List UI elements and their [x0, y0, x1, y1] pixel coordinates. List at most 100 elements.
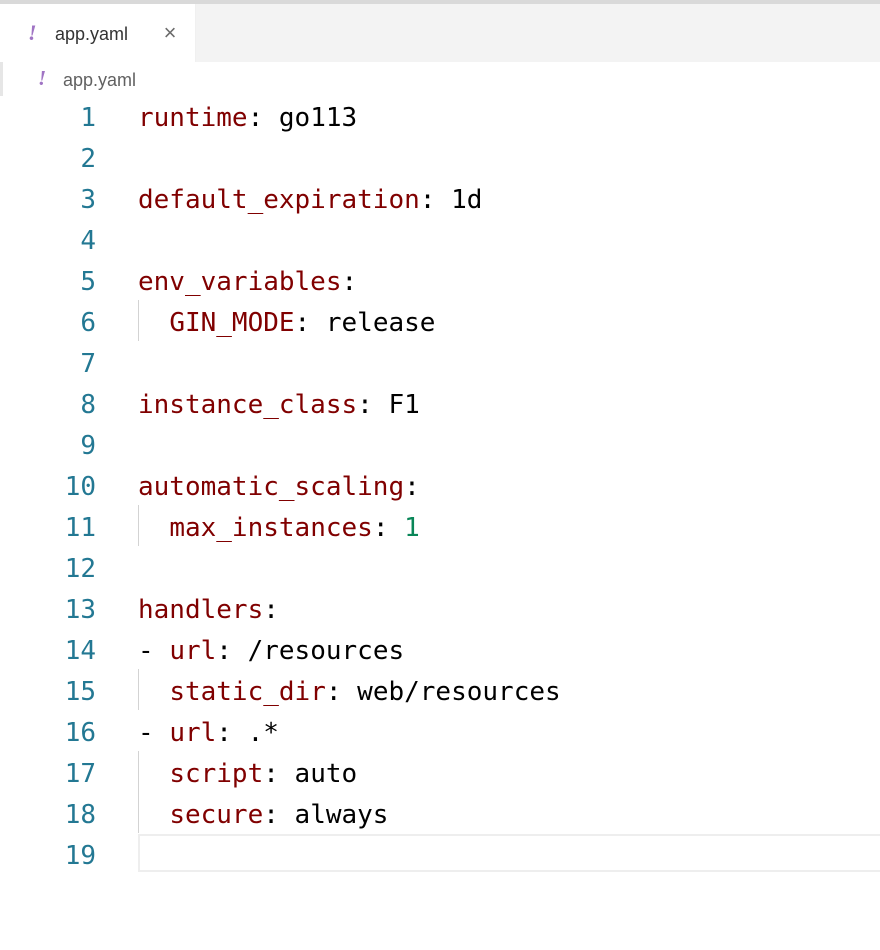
line-number: 6: [80, 308, 96, 338]
code-editor[interactable]: 1 runtime: go113 2 3 default_expiration: 1d 4…: [0, 100, 880, 950]
indent: [138, 759, 169, 789]
code-line: 19: [0, 836, 880, 877]
yaml-key: secure: [169, 800, 264, 830]
yaml-key: handlers: [138, 595, 264, 625]
code-line: 5 env_variables:: [0, 262, 880, 303]
code-line: 18 secure: always: [0, 795, 880, 836]
breadcrumb: ! app.yaml: [0, 62, 880, 100]
yaml-value: auto: [278, 759, 358, 789]
code-line: 17 script: auto: [0, 754, 880, 795]
yaml-colon: :: [341, 267, 358, 297]
code-line: 9: [0, 426, 880, 467]
indent: [138, 513, 169, 543]
code-text: static_dir: web/resources: [138, 672, 561, 713]
breadcrumb-item-app-yaml[interactable]: app.yaml: [63, 70, 137, 90]
yaml-file-icon: !: [28, 20, 37, 45]
line-number: 15: [64, 677, 96, 707]
tab-bar: ! app.yaml ×: [0, 4, 880, 62]
yaml-key: instance_class: [138, 390, 358, 420]
code-line: 3 default_expiration: 1d: [0, 180, 880, 221]
breadcrumb-edge: [0, 62, 3, 96]
yaml-value: .*: [231, 718, 279, 748]
yaml-colon: :: [294, 308, 311, 338]
tab-label: app.yaml: [55, 24, 129, 44]
close-icon[interactable]: ×: [163, 20, 177, 45]
code-text: GIN_MODE: release: [138, 303, 435, 344]
line-number: 14: [64, 636, 96, 666]
code-line: 14 - url: /resources: [0, 631, 880, 672]
yaml-value: /resources: [231, 636, 405, 666]
yaml-key: GIN_MODE: [169, 308, 295, 338]
line-number: 19: [64, 841, 96, 871]
line-number: 3: [80, 185, 96, 215]
yaml-value: 1: [388, 513, 420, 543]
line-number: 17: [64, 759, 96, 789]
yaml-value: always: [278, 800, 389, 830]
line-number: 5: [80, 267, 96, 297]
line-number: 2: [80, 144, 96, 174]
yaml-file-icon: !: [38, 66, 47, 90]
code-line: 15 static_dir: web/resources: [0, 672, 880, 713]
indent-guide: [138, 669, 139, 710]
code-text: env_variables:: [138, 262, 357, 303]
code-line: 13 handlers:: [0, 590, 880, 631]
yaml-key: url: [169, 718, 217, 748]
yaml-colon: :: [247, 103, 264, 133]
code-line: 8 instance_class: F1: [0, 385, 880, 426]
yaml-key: script: [169, 759, 264, 789]
indent: [138, 677, 169, 707]
yaml-colon: :: [325, 677, 342, 707]
code-line: 6 GIN_MODE: release: [0, 303, 880, 344]
yaml-key: default_expiration: [138, 185, 420, 215]
line-number: 16: [64, 718, 96, 748]
code-text: script: auto: [138, 754, 357, 795]
code-line: 4: [0, 221, 880, 262]
yaml-key: runtime: [138, 103, 248, 133]
line-number: 8: [80, 390, 96, 420]
yaml-key: static_dir: [169, 677, 326, 707]
yaml-key: max_instances: [169, 513, 373, 543]
code-line: 16 - url: .*: [0, 713, 880, 754]
line-number: 4: [80, 226, 96, 256]
code-text: default_expiration: 1d: [138, 180, 482, 221]
indent-guide: [138, 751, 139, 833]
code-text: runtime: go113: [138, 98, 357, 139]
code-text: max_instances: 1: [138, 508, 420, 549]
yaml-colon: :: [263, 800, 279, 830]
yaml-value: release: [310, 308, 436, 338]
yaml-key: env_variables: [138, 267, 342, 297]
indent: [138, 308, 169, 338]
line-number: 11: [64, 513, 96, 543]
code-text: secure: always: [138, 795, 388, 836]
window-top-border: [0, 0, 880, 4]
code-line: 7: [0, 344, 880, 385]
code-text: instance_class: F1: [138, 385, 420, 426]
current-line-highlight: [138, 834, 880, 872]
yaml-key: automatic_scaling: [138, 472, 405, 502]
yaml-colon: :: [372, 513, 389, 543]
indent-guide: [138, 505, 139, 546]
yaml-value: go113: [263, 103, 358, 133]
code-text: handlers:: [138, 590, 279, 631]
yaml-value: F1: [372, 390, 420, 420]
code-line: 12: [0, 549, 880, 590]
line-number: 13: [64, 595, 96, 625]
line-number: 12: [64, 554, 96, 584]
yaml-colon: :: [216, 718, 232, 748]
yaml-colon: :: [263, 595, 279, 625]
line-number: 10: [64, 472, 96, 502]
code-text: automatic_scaling:: [138, 467, 420, 508]
line-number: 9: [80, 431, 96, 461]
line-number: 1: [80, 103, 96, 133]
yaml-colon: :: [216, 636, 232, 666]
list-dash: -: [138, 636, 170, 666]
code-line: 11 max_instances: 1: [0, 508, 880, 549]
tab-app-yaml[interactable]: ! app.yaml ×: [0, 4, 196, 62]
yaml-key: url: [169, 636, 217, 666]
line-number: 18: [64, 800, 96, 830]
list-dash: -: [138, 718, 170, 748]
yaml-value: web/resources: [341, 677, 561, 707]
code-line: 10 automatic_scaling:: [0, 467, 880, 508]
code-text: - url: .*: [138, 713, 279, 754]
indent: [138, 800, 169, 830]
